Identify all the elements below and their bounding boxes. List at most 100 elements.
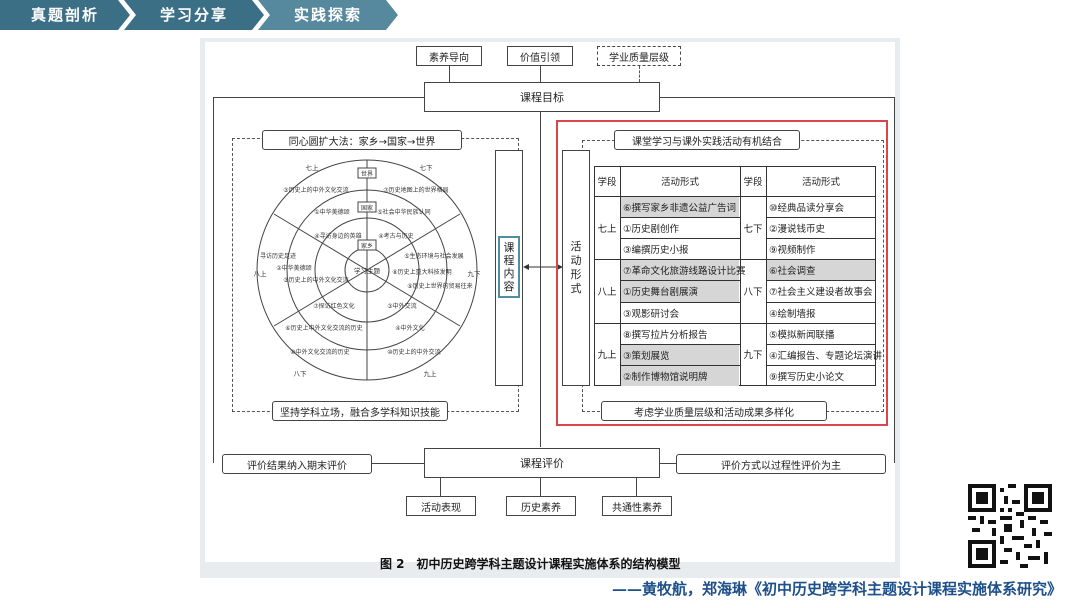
table-divider bbox=[766, 217, 876, 219]
connector bbox=[660, 463, 676, 464]
grade-cell: 七下 bbox=[743, 223, 763, 235]
input-literacy-orientation: 素养导向 bbox=[416, 46, 482, 66]
grade-label: 七下 bbox=[420, 163, 434, 172]
left-bottom-box: 坚持学科立场，融合多学科知识技能 bbox=[272, 401, 448, 421]
table-header: 学段 bbox=[597, 177, 617, 188]
grade-cell: 八下 bbox=[743, 286, 763, 298]
activity-item: ⑨撰写历史小论文 bbox=[769, 371, 845, 383]
sector-label: ④考古与历史 bbox=[378, 232, 413, 240]
table-divider bbox=[620, 364, 740, 366]
activity-item: ②漫说钱币史 bbox=[769, 224, 826, 236]
figure-caption: 图 2 初中历史跨学科主题设计课程实施体系的结构模型 bbox=[380, 557, 681, 571]
activity-item: ⑥社会调查 bbox=[767, 260, 875, 281]
left-title-box: 同心圆扩大法：家乡→国家→世界 bbox=[262, 130, 462, 150]
grade-cell: 九上 bbox=[597, 350, 617, 362]
grade-label: 八下 bbox=[294, 370, 308, 378]
sector-label: ⑩中外文化交流的历史 bbox=[290, 348, 349, 356]
sector-label: ④寻访身边的英雄 bbox=[314, 232, 361, 240]
eval-left-box: 评价结果纳入期末评价 bbox=[222, 454, 372, 474]
connector bbox=[372, 463, 424, 464]
table-divider bbox=[594, 196, 876, 197]
top-navigation: 真题剖析 学习分享 实践探索 bbox=[0, 0, 400, 30]
sector-label: ⑤生态环境与社会发展 bbox=[404, 252, 463, 260]
connector bbox=[540, 112, 541, 447]
grade-label: 七上 bbox=[306, 163, 320, 172]
activity-item: ⑤模拟新闻联播 bbox=[769, 329, 835, 341]
sector-label: ⑦历史地图上的世界格局 bbox=[383, 186, 448, 194]
activity-item: ③编撰历史小报 bbox=[623, 245, 689, 257]
sector-label: ⑤社会中华民族认同 bbox=[377, 208, 430, 216]
sector-label: ③历史上的中外文化交流 bbox=[283, 186, 348, 194]
activity-item: ⑥撰写家乡非遗公益广告词 bbox=[621, 197, 739, 218]
tab-learning-share[interactable]: 学习分享 bbox=[124, 0, 264, 30]
sector-label: ⑧历史上重大科技发明 bbox=[392, 268, 451, 276]
sector-label: ⑩历史上的中外交流 bbox=[387, 348, 440, 356]
table-header: 活动形式 bbox=[801, 177, 840, 188]
connector bbox=[440, 478, 441, 496]
sector-label: ⑦探访红色文化 bbox=[313, 302, 354, 310]
activity-item: ③策划展览 bbox=[621, 344, 739, 365]
input-general-literacy: 共通性素养 bbox=[602, 496, 672, 516]
table-divider bbox=[620, 343, 740, 345]
activity-item: ⑦社会主义建设者故事会 bbox=[769, 287, 873, 299]
input-value-guidance: 价值引领 bbox=[507, 46, 573, 66]
activity-item: ⑩经典品读分享会 bbox=[769, 203, 845, 215]
input-history-literacy: 历史素养 bbox=[506, 496, 576, 516]
grade-label: 八上 bbox=[254, 269, 267, 278]
table-divider bbox=[766, 364, 876, 366]
connector bbox=[636, 478, 637, 496]
table-header: 活动形式 bbox=[660, 177, 699, 188]
activity-item: ⑧撰写拉片分析报告 bbox=[623, 329, 708, 341]
sector-label: ③历史上的中外文化交流 bbox=[283, 276, 348, 284]
grade-cell: 八上 bbox=[597, 286, 617, 298]
activity-item: ④绘制墙报 bbox=[769, 308, 816, 320]
connector bbox=[894, 97, 895, 463]
connector bbox=[540, 66, 541, 82]
sector-label: ④中外文化 bbox=[395, 324, 424, 332]
table-divider bbox=[620, 238, 740, 240]
connector bbox=[449, 66, 450, 82]
table-divider bbox=[766, 238, 876, 240]
right-bottom-box: 考虑学业质量层级和活动成果多样化 bbox=[601, 401, 827, 421]
sector-label: ⑥历史上中外文化交流的历史 bbox=[285, 324, 362, 332]
table-divider bbox=[620, 301, 740, 303]
table-divider bbox=[620, 280, 740, 282]
sector-label: 寻访历史足迹 bbox=[260, 252, 296, 260]
activity-item: ①历史剧创作 bbox=[623, 224, 680, 236]
tab-practice-explore[interactable]: 实践探索 bbox=[258, 0, 398, 30]
table-divider bbox=[766, 166, 767, 386]
connector bbox=[540, 478, 541, 496]
sector-label: ①中华美德颂 bbox=[314, 208, 349, 216]
activity-form-box: 活动形式 bbox=[562, 150, 590, 386]
sector-label: ②中华美德颂 bbox=[276, 264, 311, 272]
course-evaluation-box: 课程评价 bbox=[424, 448, 660, 478]
connector bbox=[213, 97, 424, 98]
qr-code-icon bbox=[968, 484, 1052, 568]
connector bbox=[213, 97, 214, 463]
connector bbox=[660, 97, 895, 98]
grade-label: 九下 bbox=[468, 269, 481, 278]
citation-text: ——黄牧航，郑海琳《初中历史跨学科主题设计课程实施体系研究》 bbox=[611, 580, 1062, 598]
tab-exam-analysis[interactable]: 真题剖析 bbox=[0, 0, 130, 30]
table-divider bbox=[766, 301, 876, 303]
concentric-circle-diagram: 学习主题 家乡 国家 世界 ③历史上的中外文化交流 ①中华美德颂 ④寻访身边的英… bbox=[254, 159, 481, 381]
connector bbox=[639, 66, 640, 82]
activity-item: ③观影研讨会 bbox=[623, 308, 680, 320]
activity-item: ②制作博物馆说明牌 bbox=[621, 365, 739, 386]
ring-label-world: 世界 bbox=[361, 170, 373, 178]
ring-label-hometown: 家乡 bbox=[361, 242, 373, 250]
table-divider bbox=[620, 166, 621, 386]
table-divider bbox=[766, 343, 876, 345]
circle-center-label: 学习主题 bbox=[354, 266, 381, 275]
grade-cell: 七上 bbox=[597, 223, 617, 235]
sector-label: ③中外交流 bbox=[387, 302, 416, 310]
activity-item: ④汇编报告、专题论坛演讲 bbox=[769, 350, 883, 362]
table-divider bbox=[594, 259, 876, 261]
table-divider bbox=[766, 280, 876, 282]
input-quality-level: 学业质量层级 bbox=[597, 46, 681, 66]
activity-item: ⑦革命文化旅游线路设计比赛 bbox=[621, 260, 746, 281]
activity-item: ①历史舞台剧展演 bbox=[621, 281, 739, 302]
table-divider bbox=[620, 217, 740, 219]
table-divider bbox=[740, 166, 741, 386]
course-goal-box: 课程目标 bbox=[424, 82, 660, 112]
